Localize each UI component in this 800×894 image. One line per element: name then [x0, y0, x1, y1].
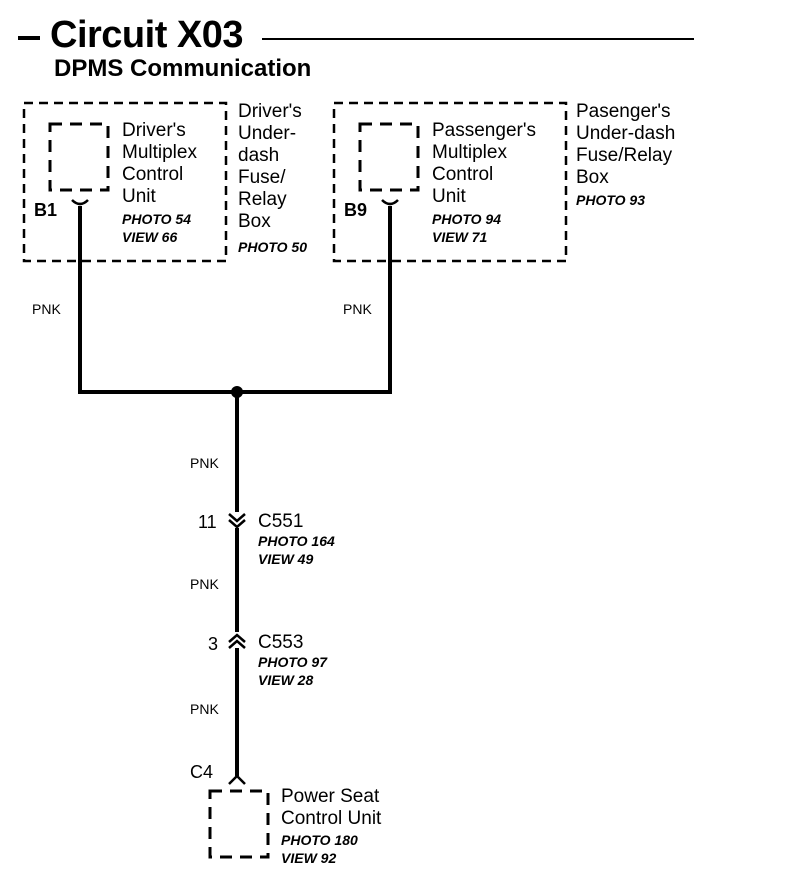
seat-terminal-c4: C4: [190, 762, 214, 782]
c553-photo: PHOTO 97: [258, 654, 327, 670]
page-title: Circuit X03: [50, 14, 244, 56]
passenger-fuse-box-photo: PHOTO 93: [576, 192, 645, 208]
driver-fuse-box-photo: PHOTO 50: [238, 239, 307, 255]
driver-unit-photo: PHOTO 54: [122, 211, 191, 227]
page-subtitle: DPMS Communication: [54, 55, 312, 82]
c553-pin: 3: [208, 634, 219, 654]
title-rule: [262, 38, 694, 40]
passenger-terminal-b9: B9: [344, 200, 368, 220]
driver-unit-label: Driver's Multiplex Control Unit: [122, 120, 197, 207]
c4-terminal-symbol: [228, 774, 246, 785]
trunk-wire-color-2: PNK: [190, 576, 219, 592]
b9-terminal-symbol: [381, 199, 399, 206]
c551-name: C551: [258, 511, 304, 532]
power-seat-unit-view: VIEW 92: [281, 850, 337, 866]
c553-connector-symbol: [228, 633, 246, 649]
passenger-unit-photo: PHOTO 94: [432, 211, 501, 227]
c551-photo: PHOTO 164: [258, 533, 335, 549]
power-seat-unit-label: Power Seat Control Unit: [281, 786, 382, 829]
title-dash: [18, 36, 40, 40]
trunk-wire-color-3: PNK: [190, 701, 219, 717]
passenger-unit-view: VIEW 71: [432, 229, 488, 245]
driver-multiplex-unit-outline: [48, 122, 110, 192]
power-seat-unit-photo: PHOTO 180: [281, 832, 358, 848]
driver-terminal-b1: B1: [34, 200, 58, 220]
driver-unit-view: VIEW 66: [122, 229, 178, 245]
right-wire-color: PNK: [343, 301, 372, 317]
passenger-unit-label: Passenger's Multiplex Control Unit: [432, 120, 536, 207]
passenger-fuse-box-label: Pasenger's Under-dash Fuse/Relay Box: [576, 101, 676, 188]
left-wire-color: PNK: [32, 301, 61, 317]
power-seat-unit-outline: [208, 789, 270, 859]
trunk-wire-color-1: PNK: [190, 455, 219, 471]
c551-pin: 11: [198, 512, 217, 532]
c551-connector-symbol: [228, 513, 246, 529]
b1-terminal-symbol: [71, 199, 89, 206]
c553-view: VIEW 28: [258, 672, 314, 688]
driver-fuse-box-label: Driver's Under- dash Fuse/ Relay Box: [238, 101, 302, 232]
passenger-multiplex-unit-outline: [358, 122, 420, 192]
c551-view: VIEW 49: [258, 551, 314, 567]
c553-name: C553: [258, 632, 304, 653]
